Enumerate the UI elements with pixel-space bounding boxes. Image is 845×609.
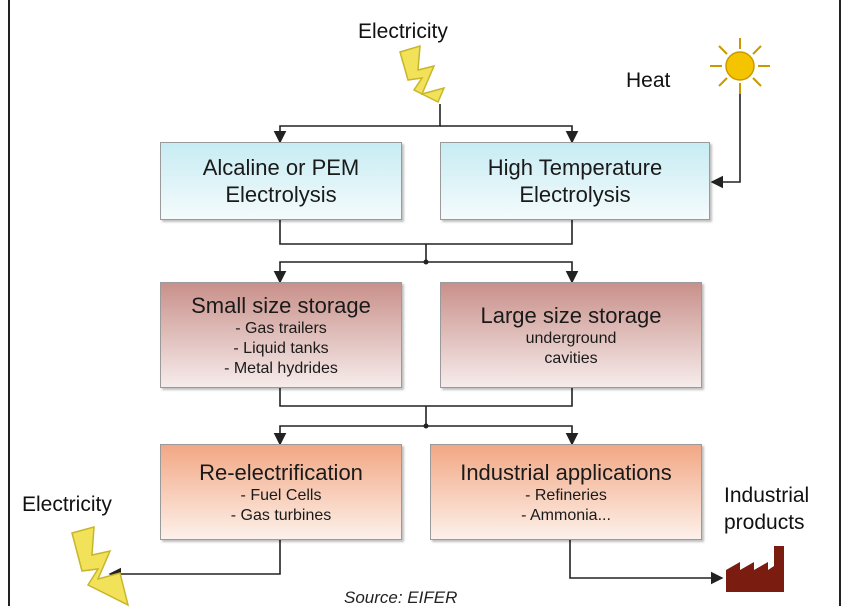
box-title: Small size storage (191, 292, 371, 318)
lightning-icon (399, 44, 446, 104)
box-line: - Fuel Cells (240, 486, 322, 504)
box-line: underground (525, 329, 617, 347)
high-temperature-electrolysis-box: High Temperature Electrolysis (440, 142, 710, 220)
box-title: High Temperature Electrolysis (487, 155, 663, 207)
box-line: cavities (544, 349, 598, 367)
source-label: Source: EIFER (344, 588, 458, 607)
small-size-storage-box: Small size storage - Gas trailers - Liqu… (160, 282, 402, 388)
box-title: Industrial applications (460, 459, 672, 485)
box-line: - Gas turbines (230, 506, 332, 524)
diagram-frame (8, 0, 841, 606)
lightning-icon (71, 525, 130, 607)
industrial-products-label: Industrial products (724, 484, 810, 534)
box-line: - Metal hydrides (224, 359, 338, 377)
re-electrification-box: Re-electrification - Fuel Cells - Gas tu… (160, 444, 402, 540)
sun-icon (710, 38, 770, 94)
electricity-input-label: Electricity (358, 20, 448, 43)
box-line: - Refineries (525, 486, 607, 504)
heat-label: Heat (626, 69, 671, 92)
box-line: - Liquid tanks (233, 339, 329, 357)
box-line: - Ammonia... (521, 506, 611, 524)
box-title: Re-electrification (199, 459, 363, 485)
alcaline-pem-electrolysis-box: Alcaline or PEM Electrolysis (160, 142, 402, 220)
factory-icon (726, 546, 784, 592)
large-size-storage-box: Large size storage underground cavities (440, 282, 702, 388)
electricity-output-label: Electricity (22, 493, 112, 516)
box-title: Alcaline or PEM Electrolysis (202, 155, 360, 207)
box-title: Large size storage (480, 302, 662, 328)
industrial-applications-box: Industrial applications - Refineries - A… (430, 444, 702, 540)
box-line: - Gas trailers (235, 319, 327, 337)
